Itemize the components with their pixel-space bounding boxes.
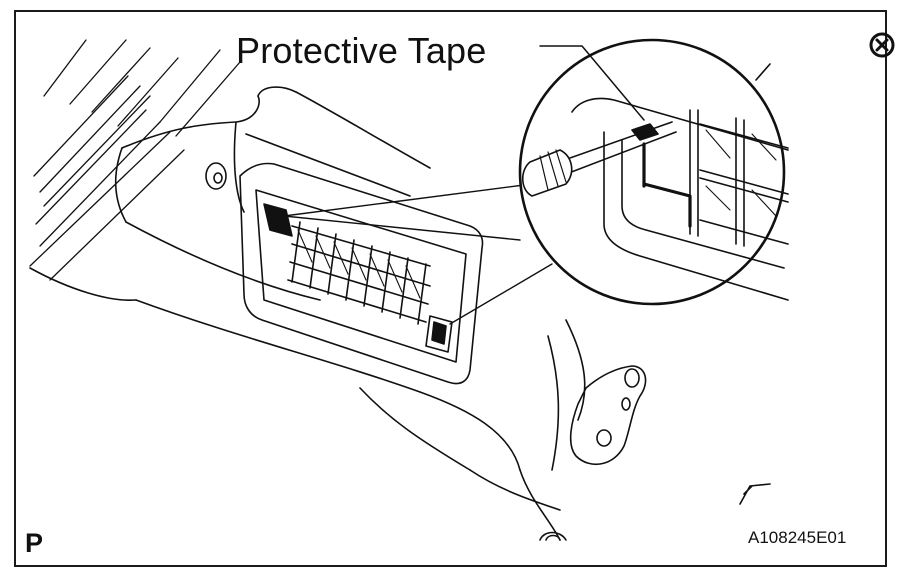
circled-x-mark-icon xyxy=(869,32,895,58)
callout-leader xyxy=(539,45,645,121)
figure-id: A108245E01 xyxy=(748,528,847,547)
figure-frame xyxy=(14,10,887,567)
mounting-boss xyxy=(205,162,227,190)
protective-tape-callout: Protective Tape xyxy=(236,30,487,71)
vent-register xyxy=(239,162,484,385)
magnifier-leader-lines xyxy=(283,183,553,325)
screwdriver xyxy=(521,121,677,197)
lower-bracket xyxy=(539,365,771,541)
view-indicator: P xyxy=(25,528,44,558)
dashboard-panel xyxy=(29,86,586,541)
magnified-detail xyxy=(518,38,789,306)
dashboard-hatching xyxy=(29,39,241,281)
